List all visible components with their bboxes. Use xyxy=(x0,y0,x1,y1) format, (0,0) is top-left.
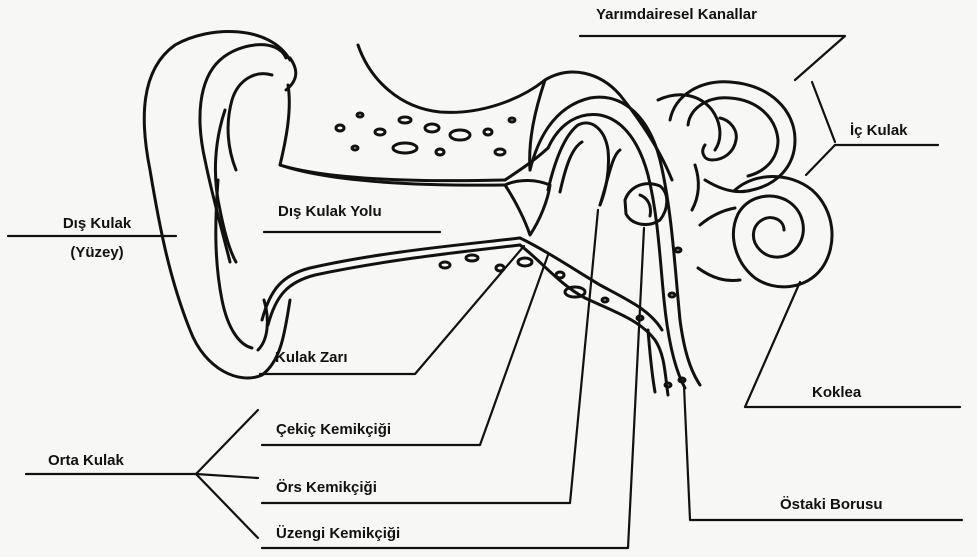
label-middle-ear: Orta Kulak xyxy=(48,452,124,469)
label-outer-ear-surface: (Yüzey) xyxy=(32,244,162,261)
label-hammer-ossicle: Çekiç Kemikçiği xyxy=(276,421,391,438)
label-semicircular-canals: Yarımdairesel Kanallar xyxy=(596,6,757,23)
label-ear-canal: Dış Kulak Yolu xyxy=(278,203,382,220)
leader-lines xyxy=(8,36,962,548)
semicircular-canals-drawing xyxy=(658,82,795,210)
label-inner-ear: İç Kulak xyxy=(850,122,908,139)
cochlea-drawing xyxy=(698,177,832,287)
label-stirrup-ossicle: Üzengi Kemikçiği xyxy=(276,525,400,542)
leader-semicircular xyxy=(580,36,845,80)
label-outer-ear: Dış Kulak xyxy=(32,215,162,232)
pinna-drawing xyxy=(144,31,296,378)
label-cochlea: Koklea xyxy=(812,384,861,401)
ossicles-drawing xyxy=(505,123,667,235)
label-eustachian-tube: Östaki Borusu xyxy=(780,496,883,513)
temporal-bone-drawing xyxy=(336,45,672,180)
label-eardrum: Kulak Zarı xyxy=(275,349,348,366)
middle-ear-drawing xyxy=(440,97,700,395)
leader-inner-ear-lower xyxy=(806,145,835,175)
label-anvil-ossicle: Örs Kemikçiği xyxy=(276,479,377,496)
leader-inner-ear-upper xyxy=(812,82,835,142)
